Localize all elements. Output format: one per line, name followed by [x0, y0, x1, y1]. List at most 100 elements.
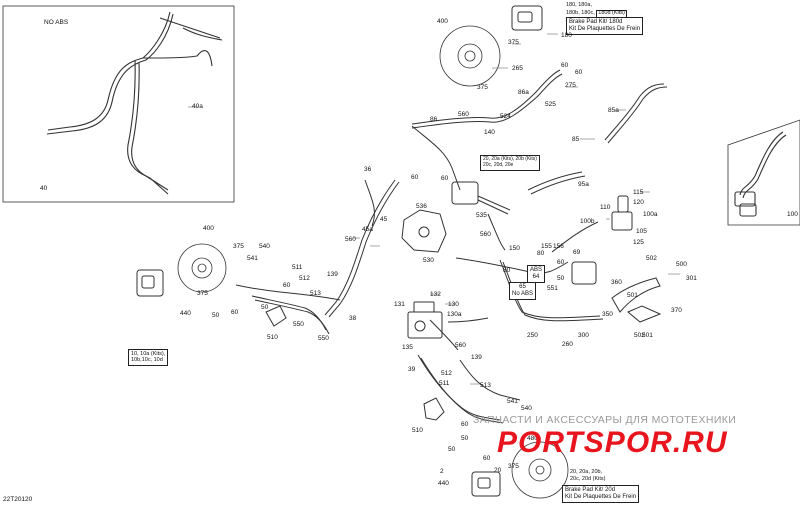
part-callout: 120 — [633, 199, 644, 206]
kit-bottom-refs-1: 20, 20a, 20b, — [570, 469, 603, 475]
brake-pedal-assembly — [401, 209, 447, 253]
inset-frame-right — [727, 119, 800, 226]
part-callout: 540 — [259, 243, 270, 250]
part-callout: 139 — [471, 354, 482, 361]
inset-part-number-100: 100 — [787, 211, 798, 218]
brake-disc-front-left — [177, 243, 227, 293]
mounting-bracket-bottom — [423, 397, 445, 421]
caliper-right — [571, 261, 597, 285]
part-callout: 511 — [439, 380, 450, 387]
part-callout: 60 — [557, 259, 565, 266]
inset-part-number-40: 40 — [40, 185, 48, 192]
part-callout: 85a — [608, 107, 619, 114]
part-callout: 60 — [283, 282, 291, 289]
caliper-left — [136, 269, 164, 297]
part-callout: 535 — [476, 212, 487, 219]
part-callout: 60 — [461, 421, 469, 428]
part-callout: 510 — [267, 334, 278, 341]
part-callout: 551 — [547, 285, 558, 292]
part-callout: 301 — [686, 275, 697, 282]
part-callout: 86a — [518, 89, 529, 96]
caliper-bottom — [471, 471, 501, 497]
kit-left-refs-1: 10, 10a (Kits), — [131, 351, 166, 357]
part-callout: 140 — [484, 129, 495, 136]
kit-bottom-refs-2: 20c, 20d (Kits) — [570, 476, 606, 482]
part-callout: 513 — [480, 382, 491, 389]
part-callout: 38 — [349, 315, 357, 322]
part-callout: 60 — [231, 309, 239, 316]
part-callout: 60 — [561, 62, 569, 69]
part-callout: 513 — [310, 290, 321, 297]
part-callout: 500 — [676, 261, 687, 268]
part-callout: 541 — [247, 255, 258, 262]
part-callout: 400 — [203, 225, 214, 232]
part-callout: 480 — [527, 435, 538, 442]
part-callout: 180 — [561, 32, 572, 39]
part-callout: 524 — [500, 113, 511, 120]
part-callout: 501 — [642, 332, 653, 339]
part-callout: 60 — [411, 174, 419, 181]
part-callout: 50 — [212, 312, 220, 319]
part-callout: 100a — [643, 211, 658, 218]
part-callout: 50 — [557, 275, 565, 282]
part-callout: 375 — [508, 463, 519, 470]
part-callout: 375 — [197, 290, 208, 297]
part-callout: 541 — [507, 398, 518, 405]
part-callout: 39 — [408, 366, 416, 373]
part-callout: 20 — [494, 467, 502, 474]
part-callout: 50 — [461, 435, 469, 442]
kit-bottom-label: Brake Pad Kit/ 20d Kit De Plaquettes De … — [562, 485, 640, 503]
part-callout: 45 — [380, 216, 388, 223]
kit-top-name-en: Brake Pad Kit/ 180d — [569, 19, 623, 25]
part-callout: 502 — [646, 255, 657, 262]
brake-disc-front-top — [439, 25, 501, 87]
part-callout: 45a — [362, 226, 373, 233]
part-callout: 440 — [438, 480, 449, 487]
part-callout: 360 — [611, 279, 622, 286]
noabs-variant-box: 65 No ABS — [509, 282, 537, 300]
part-callout: 502 — [634, 332, 645, 339]
inset-callout-40a: 40a — [192, 103, 203, 110]
part-callout: 512 — [441, 370, 452, 377]
noabs-variant-line1: 65 — [519, 284, 526, 290]
part-callout: 300 — [578, 332, 589, 339]
part-callout: 105 — [636, 228, 647, 235]
part-callout: 150 — [509, 245, 520, 252]
part-callout: 130a — [447, 311, 462, 318]
abs-variant-line1: ABS — [530, 267, 543, 273]
part-callout: 560 — [458, 111, 469, 118]
kit-bottom-name-fr: Kit De Plaquettes De Frein — [565, 493, 637, 500]
part-callout: 85 — [572, 136, 580, 143]
mounting-bracket-left — [265, 305, 287, 327]
part-callout: 350 — [602, 311, 613, 318]
part-callout: 2 — [440, 468, 444, 475]
inset-title-no-abs: NO ABS — [44, 19, 69, 26]
noabs-variant-line2: No ABS — [512, 290, 534, 297]
part-callout: 440 — [180, 310, 191, 317]
kit-left-label: 10, 10a (Kits), 10b,10c, 10d — [128, 349, 169, 366]
part-callout: 36 — [364, 166, 372, 173]
part-callout: 80 — [503, 267, 511, 274]
brake-line-harness-no-abs — [46, 11, 223, 195]
part-callout: 525 — [545, 101, 556, 108]
part-callout: 375 — [508, 39, 519, 46]
part-callout: 560 — [455, 342, 466, 349]
part-callout: 250 — [527, 332, 538, 339]
kit-center-refs-1: 20, 20a (Kits), 20b (Kits) — [483, 156, 537, 162]
part-callout: 135 — [402, 344, 413, 351]
master-cylinder — [451, 181, 633, 231]
abs-module — [407, 301, 443, 339]
part-callout: 400 — [437, 18, 448, 25]
part-callout: 260 — [562, 341, 573, 348]
part-callout: 375 — [233, 243, 244, 250]
part-callout: 69 — [573, 249, 581, 256]
abs-variant-box: ABS 64 — [527, 265, 546, 283]
part-callout: 265 — [512, 65, 523, 72]
kit-center-refs-2: 20c, 20d, 20e — [483, 161, 514, 168]
part-callout: 50 — [448, 446, 456, 453]
part-callout: 131 — [394, 301, 405, 308]
part-callout: 530 — [423, 257, 434, 264]
kit-center-label: 20, 20a (Kits), 20b (Kits) 20c, 20d, 20e — [480, 155, 540, 171]
kit-top-name-fr: Kit De Plaquettes De Frein — [569, 25, 641, 32]
part-callout: 50 — [261, 304, 269, 311]
